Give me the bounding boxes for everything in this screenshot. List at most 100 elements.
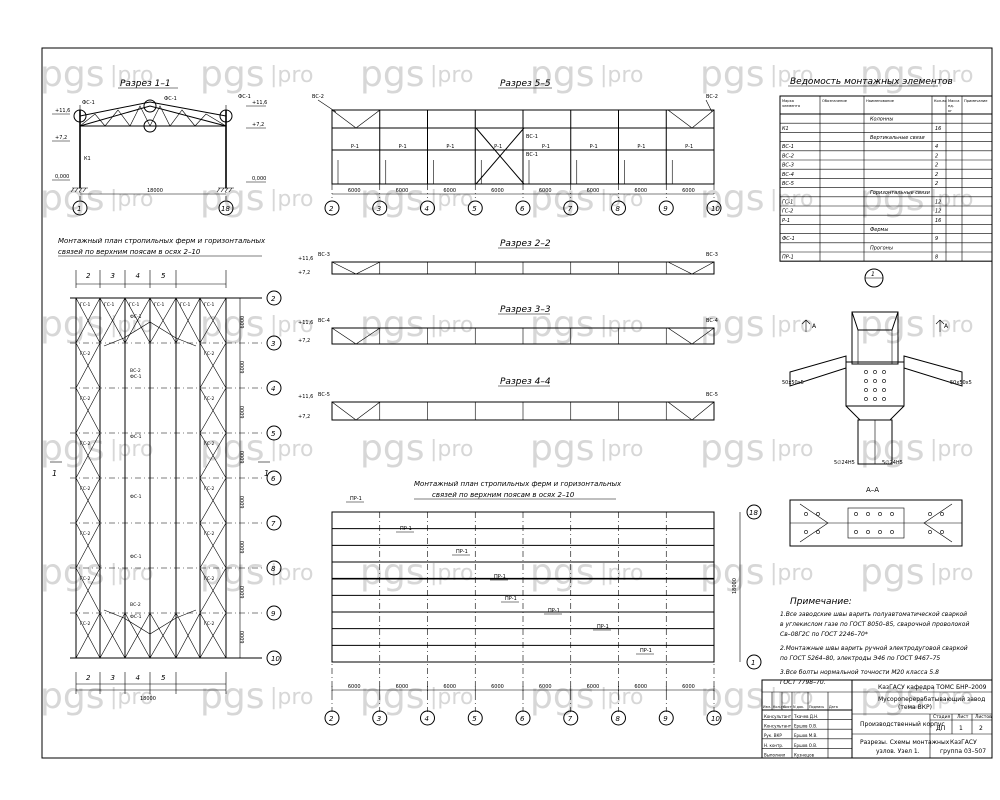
s33-tag-left: ВС-4: [318, 318, 330, 324]
bolt: [890, 530, 894, 534]
tb-sheets-h: Листов: [975, 714, 992, 720]
watermark-brand: pgs: [860, 676, 924, 717]
watermark-brand: pgs: [700, 178, 764, 219]
bay-dim: 6000: [587, 188, 600, 194]
bolt: [873, 388, 877, 392]
brace: [199, 387, 227, 434]
bay-dim: 6000: [539, 684, 552, 690]
tag-fs: ФС-1: [130, 314, 142, 320]
tb-project-1: Мусороперерабатывающий завод: [878, 696, 985, 703]
bolt: [882, 370, 886, 374]
watermark-suffix: |pro: [110, 187, 153, 212]
bay-dim: 6000: [634, 188, 647, 194]
brace: [124, 297, 151, 344]
brace: [175, 297, 201, 344]
schedule-header: кг: [948, 109, 952, 113]
tag-gs2: ГС-2: [204, 396, 215, 402]
note-line: 2.Монтажные швы варить ручной электродуг…: [780, 645, 968, 652]
watermark-brand: pgs: [530, 552, 594, 593]
tb-sheet-h: Лист: [957, 714, 969, 720]
watermark-suffix: |pro: [930, 437, 973, 462]
bottom-dim: 5: [161, 674, 166, 682]
bay-dim: 6000: [539, 188, 552, 194]
bay-dim: 6000: [240, 361, 246, 374]
tag-gs1: ГС-1: [154, 302, 165, 308]
watermark-suffix: |pro: [770, 187, 813, 212]
plan-right-title-1: Монтажный план стропильных ферм и горизо…: [414, 480, 622, 488]
axis-label: 10: [711, 715, 720, 723]
tb-col-head: Дата: [829, 705, 838, 709]
tag-fs: ФС-1: [130, 374, 142, 380]
watermark-brand: pgs: [860, 54, 924, 95]
tag-gs2: ГС-2: [80, 441, 91, 447]
plan-left-span: 18000: [140, 696, 156, 702]
tag-fs: ФС-1: [130, 494, 142, 500]
watermark-suffix: |pro: [430, 313, 473, 338]
node-bottom-right: 5∅24Н5: [882, 460, 903, 466]
tb-sheet-title: Производственный корпус: [860, 721, 945, 728]
schedule-title: Ведомость монтажных элементов: [790, 77, 953, 87]
axis-label: 8: [616, 205, 621, 213]
plan-left-title-2: связей по верхним поясам в осях 2–10: [58, 248, 201, 256]
axis-label: 5: [271, 430, 276, 438]
tb-project-2: (тема ВКР): [898, 704, 932, 711]
cut-a-left: А: [812, 323, 817, 330]
section-1-1: Разрез 1–1 18000 +11,6 +7,2 0,000 +11,6 …: [52, 79, 267, 216]
level-left-3: 0,000: [55, 174, 69, 180]
row-axis-1: 1: [751, 659, 755, 667]
watermark-suffix: |pro: [600, 561, 643, 586]
top-dim: 4: [136, 272, 140, 280]
tb-org-1: КазГАСУ: [950, 739, 977, 746]
schedule-qty: 9: [935, 236, 938, 242]
callout-2: ФС-1: [164, 96, 177, 102]
schedule-header: ед.: [948, 104, 954, 108]
s22-tag-left: ВС-3: [318, 252, 330, 258]
bay-dim: 6000: [682, 188, 695, 194]
watermark-brand: pgs: [700, 304, 764, 345]
watermark-suffix: |pro: [770, 437, 813, 462]
schedule-name: Вертикальные связи: [870, 135, 925, 141]
watermark-suffix: |pro: [600, 437, 643, 462]
axis-label: 2: [329, 715, 334, 723]
schedule-mark: ГС-1: [782, 199, 793, 205]
brace: [175, 612, 201, 659]
schedule-mark: ВС-5: [782, 181, 794, 187]
s22-level-1: +11,6: [298, 256, 313, 262]
axis-label: 3: [271, 340, 275, 348]
bolt: [854, 530, 858, 534]
axis-bubble: [420, 200, 435, 216]
bay-dim: 6000: [240, 541, 246, 554]
watermark-brand: pgs: [530, 304, 594, 345]
watermark-brand: pgs: [530, 178, 594, 219]
schedule: Ведомость монтажных элементов Маркаэлеме…: [779, 77, 993, 262]
tag-gs2: ГС-2: [204, 486, 215, 492]
watermark-brand: pgs: [40, 178, 104, 219]
brace: [199, 612, 227, 659]
brace: [199, 522, 227, 569]
schedule-mark: ГС-2: [782, 209, 793, 215]
axis-bubble: [706, 710, 722, 726]
brace: [75, 432, 101, 479]
plan-left: Монтажный план стропильных ферм и горизо…: [50, 237, 282, 702]
tag-gs2: ГС-2: [204, 531, 215, 537]
schedule-qty: 16: [935, 218, 941, 224]
schedule-name: Прогоны: [870, 245, 893, 251]
watermark-suffix: |pro: [110, 313, 153, 338]
tag-pr: ПР-1: [350, 496, 362, 502]
axis-bubble: [372, 200, 388, 216]
bay-dim: 6000: [240, 496, 246, 509]
section-1-1-title: Разрез 1–1: [120, 79, 171, 89]
bolt: [940, 512, 944, 516]
bay-dim: 6000: [587, 684, 600, 690]
bay-dim: 6000: [240, 451, 246, 464]
watermark-suffix: |pro: [270, 63, 313, 88]
tb-drawing-1: Разрезы. Схемы монтажных: [860, 739, 950, 746]
member-tag: Р-1: [494, 144, 502, 150]
tb-person: Кузнецов: [794, 752, 815, 757]
watermark-brand: pgs: [700, 552, 764, 593]
watermark-suffix: |pro: [930, 685, 973, 710]
tag-gs2: ГС-2: [204, 621, 215, 627]
tag-gs2: ГС-2: [80, 486, 91, 492]
row-axis-18: 18: [749, 509, 758, 517]
